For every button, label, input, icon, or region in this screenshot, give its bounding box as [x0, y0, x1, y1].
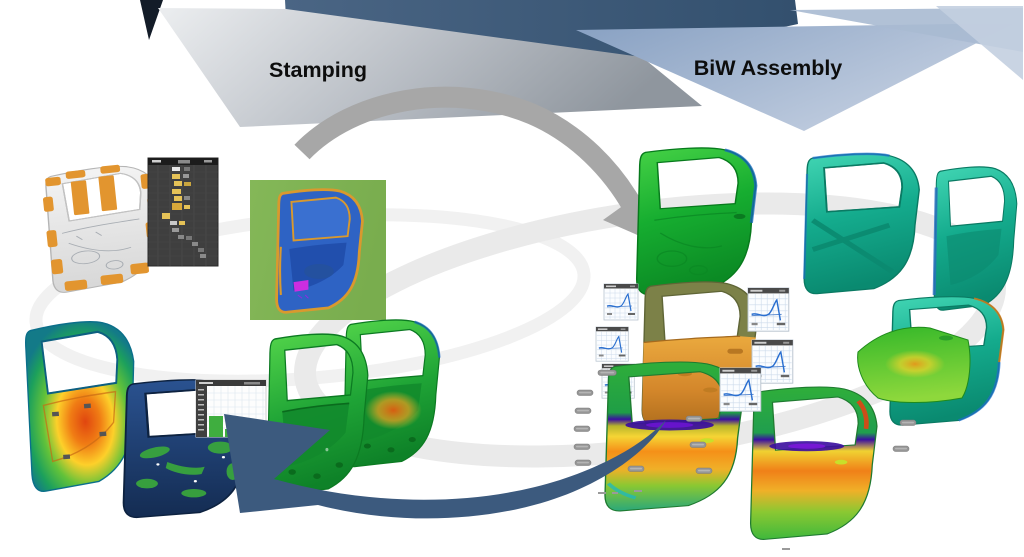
teal-biw-door-icon — [803, 152, 920, 295]
assembled-navy-door-icon — [122, 378, 251, 519]
measurement-tag-icon — [689, 441, 707, 448]
green-biw-door-icon — [635, 147, 758, 296]
banner-stamping-label: Stamping — [269, 58, 367, 82]
banner-biw-shape — [576, 23, 1016, 131]
banner-biw-label: BiW Assembly — [694, 56, 843, 80]
measurement-tag-icon — [574, 407, 592, 414]
banner-stamping-shape — [158, 8, 702, 127]
hemming-door-with-outer-skin-icon — [857, 295, 1005, 426]
measurement-tag-icon — [573, 443, 591, 450]
thickness-contour-inner-door-icon — [20, 317, 144, 493]
measurement-tag-icon — [892, 445, 910, 452]
measurement-tag-icon — [685, 415, 703, 422]
measurement-curve-chart-icon — [719, 367, 762, 412]
fixture-marks — [51, 403, 107, 460]
arrow-biw-to-stamping — [224, 414, 666, 519]
measurement-tags — [573, 369, 917, 550]
arrow-gray-body — [294, 86, 643, 213]
banner-biw-shape-lighter — [936, 6, 1023, 80]
process-plan-table-icon — [147, 157, 219, 267]
banner-dark-sliver — [140, 0, 163, 40]
measurement-tag-icon — [695, 467, 713, 474]
measurement-tag-icon — [899, 419, 917, 426]
springback-rainbow-door-icon-2 — [749, 386, 878, 541]
measurement-tag-icon — [576, 389, 594, 396]
measurement-tag-icon — [597, 369, 617, 377]
measurement-tag-icon — [574, 459, 592, 466]
dotted-marks — [598, 490, 790, 550]
formability-risk-patch — [293, 280, 309, 292]
measurement-tag-icon — [573, 425, 591, 432]
cad-sketch-lines — [61, 218, 140, 270]
measurement-tag-icon — [627, 465, 645, 472]
formability-result-thumbnail-icon — [250, 180, 386, 320]
teal-biw-door-right-icon — [932, 166, 1018, 311]
measurement-curve-chart-icon — [747, 287, 790, 332]
door-handle — [727, 348, 744, 354]
table-cells — [162, 167, 206, 258]
door-inner-brace — [811, 218, 894, 274]
measurement-curve-chart-icon — [595, 326, 629, 362]
histogram-bar — [209, 416, 223, 437]
measurement-curve-chart-icon — [603, 283, 639, 321]
banner-decoration: Stamping BiW Assembly — [140, 0, 1023, 131]
deviation-patches — [136, 441, 240, 498]
green-inner-door-icon-back — [343, 319, 441, 468]
